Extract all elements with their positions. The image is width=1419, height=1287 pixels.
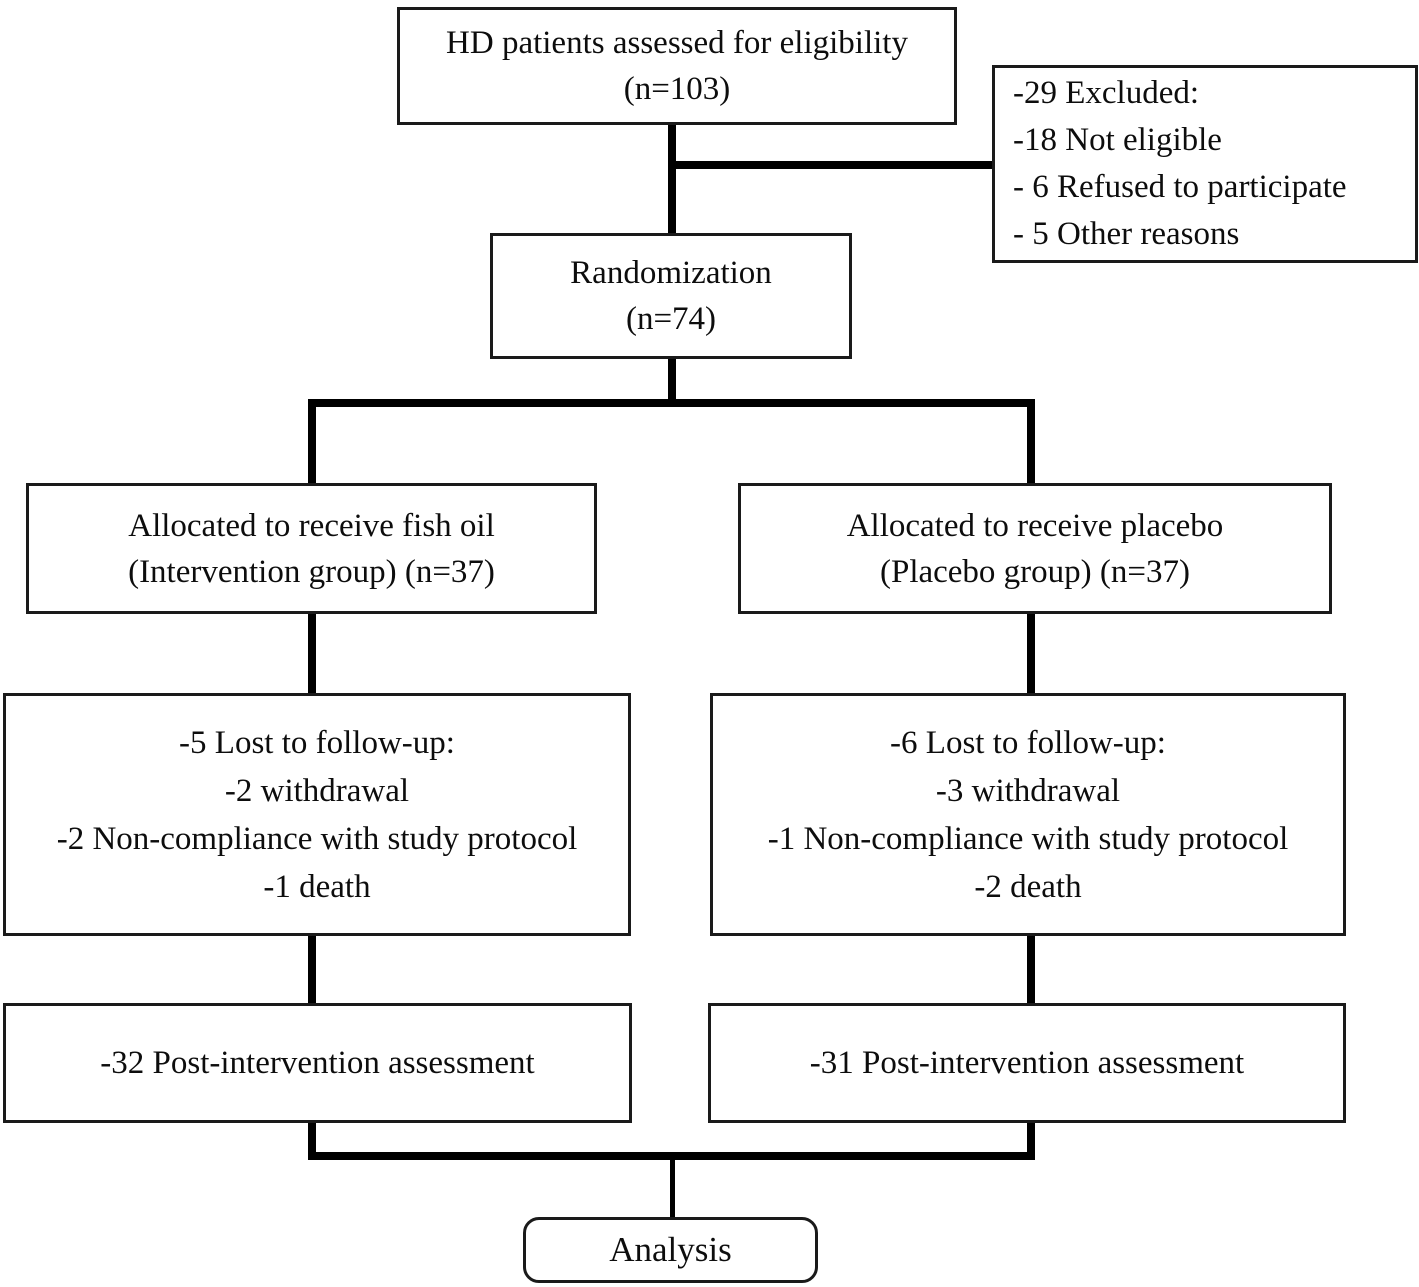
assessed-eligibility-box: HD patients assessed for eligibility (n=… xyxy=(397,7,957,125)
connector-randomization-split xyxy=(308,399,1035,407)
allocated-fish-oil-group: (Intervention group) (n=37) xyxy=(128,553,495,590)
connector-placebo-to-lost xyxy=(1027,611,1035,697)
analysis-box: Analysis xyxy=(523,1217,818,1283)
connector-fish-oil-to-lost xyxy=(308,611,316,697)
excluded-total: -29 Excluded: xyxy=(1013,75,1200,111)
connector-split-to-fish-oil xyxy=(308,399,316,487)
allocated-placebo-box: Allocated to receive placebo (Placebo gr… xyxy=(738,483,1332,614)
randomization-box: Randomization (n=74) xyxy=(490,233,852,359)
lost-fish-oil-death: -1 death xyxy=(263,868,371,905)
post-placebo-line: -31 Post-intervention assessment xyxy=(809,1045,1245,1081)
connector-branch-to-excluded xyxy=(668,161,994,169)
connector-split-to-placebo xyxy=(1027,399,1035,487)
allocated-placebo-group: (Placebo group) (n=37) xyxy=(879,553,1191,590)
excluded-not-eligible: -18 Not eligible xyxy=(1013,122,1222,158)
allocated-placebo-line: Allocated to receive placebo xyxy=(846,507,1224,544)
connector-post-fish-oil-down xyxy=(308,1120,316,1158)
connector-randomization-down xyxy=(668,356,676,403)
connector-merge-bar xyxy=(308,1152,1035,1160)
allocated-fish-oil-box: Allocated to receive fish oil (Intervent… xyxy=(26,483,597,614)
excluded-box: -29 Excluded: -18 Not eligible - 6 Refus… xyxy=(992,65,1418,263)
lost-placebo-noncompliance: -1 Non-compliance with study protocol xyxy=(767,820,1289,857)
lost-placebo-death: -2 death xyxy=(974,868,1082,905)
lost-placebo-withdrawal: -3 withdrawal xyxy=(935,772,1121,809)
connector-lost-to-post-fish-oil xyxy=(308,933,316,1007)
lost-placebo-total: -6 Lost to follow-up: xyxy=(890,724,1166,761)
assessed-count: (n=103) xyxy=(623,71,731,107)
post-fish-oil-line: -32 Post-intervention assessment xyxy=(100,1045,535,1081)
lost-fish-oil-noncompliance: -2 Non-compliance with study protocol xyxy=(56,820,578,857)
connector-merge-to-analysis xyxy=(670,1158,675,1219)
assessed-line: HD patients assessed for eligibility xyxy=(446,25,908,61)
connector-lost-to-post-placebo xyxy=(1027,933,1035,1007)
excluded-other: - 5 Other reasons xyxy=(1013,216,1240,252)
randomization-count: (n=74) xyxy=(625,301,717,337)
excluded-refused: - 6 Refused to participate xyxy=(1013,169,1347,205)
randomization-line: Randomization xyxy=(570,255,772,291)
post-intervention-placebo-box: -31 Post-intervention assessment xyxy=(708,1003,1346,1123)
lost-followup-placebo-box: -6 Lost to follow-up: -3 withdrawal -1 N… xyxy=(710,693,1346,936)
lost-fish-oil-withdrawal: -2 withdrawal xyxy=(224,772,410,809)
connector-post-placebo-down xyxy=(1027,1120,1035,1158)
lost-fish-oil-total: -5 Lost to follow-up: xyxy=(179,724,455,761)
allocated-fish-oil-line: Allocated to receive fish oil xyxy=(128,507,495,544)
analysis-line: Analysis xyxy=(609,1230,732,1269)
lost-followup-fish-oil-box: -5 Lost to follow-up: -2 withdrawal -2 N… xyxy=(3,693,631,936)
connector-assessed-to-randomization xyxy=(668,123,676,237)
post-intervention-fish-oil-box: -32 Post-intervention assessment xyxy=(3,1003,632,1123)
